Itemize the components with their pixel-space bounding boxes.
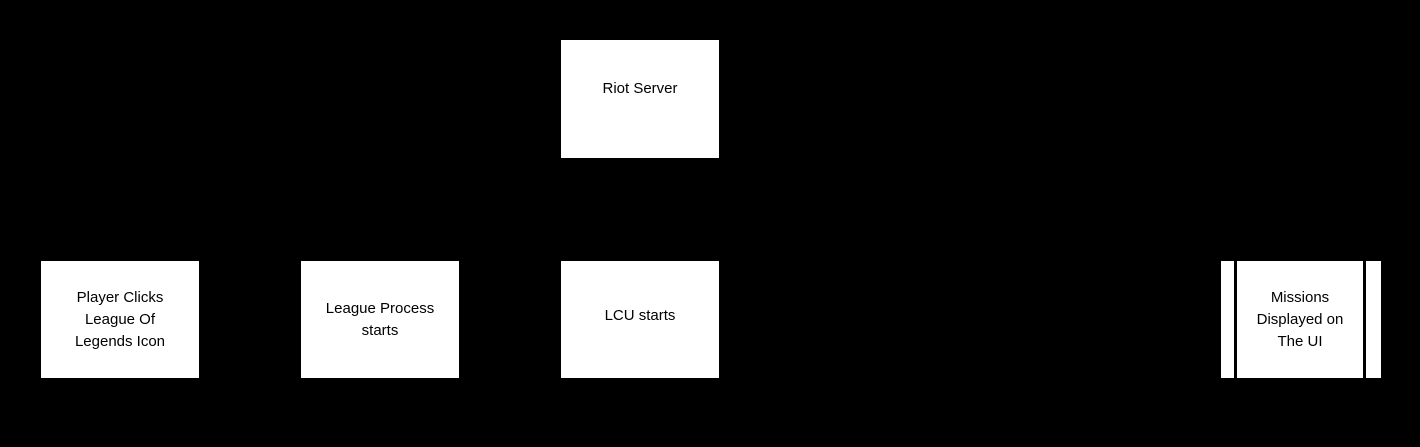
node-lcu-starts[interactable]: LCU starts (561, 261, 719, 378)
node-missions-label: Missions Displayed on The UI (1256, 288, 1344, 350)
node-league-process-label: League Process starts (325, 299, 435, 339)
node-riot-server-label: Riot Server (602, 80, 678, 97)
node-missions-displayed-on-the-ui[interactable]: Missions Displayed on The UI (1237, 261, 1363, 378)
node-sliver-left[interactable] (1221, 261, 1234, 378)
node-lcu-starts-label: LCU starts (604, 306, 676, 324)
node-league-process-starts[interactable]: League Process starts (301, 261, 459, 378)
node-player-clicks-league-of-legends-icon[interactable]: Player Clicks League Of Legends Icon (41, 261, 199, 378)
node-player-clicks-label: Player Clicks League Of Legends Icon (74, 288, 166, 350)
node-riot-server[interactable]: Riot Server (561, 40, 719, 158)
node-sliver-right[interactable] (1366, 261, 1381, 378)
